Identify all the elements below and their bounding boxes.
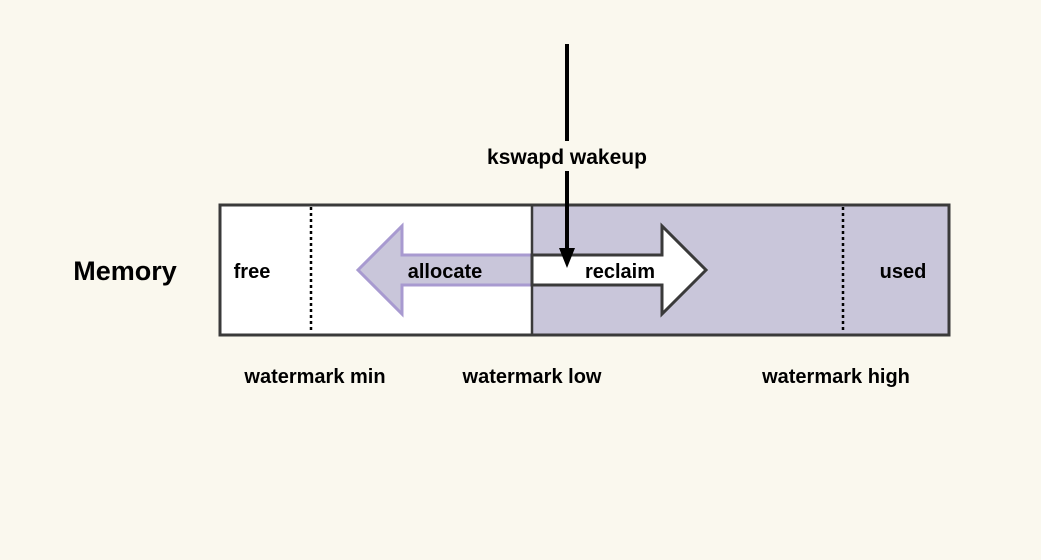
reclaim-arrow: [530, 222, 709, 318]
kswapd-wakeup-label: kswapd wakeup: [487, 146, 647, 169]
watermark-low-label: watermark low: [462, 366, 602, 388]
watermark-min-label: watermark min: [243, 366, 385, 388]
memory-row-label: Memory: [73, 256, 177, 286]
kswapd-arrow-head: [559, 248, 575, 268]
free-label: free: [234, 261, 271, 283]
memory-bar-outline: [218, 203, 951, 337]
watermark-high-label: watermark high: [761, 366, 910, 388]
reclaim-label: reclaim: [585, 261, 655, 283]
used-label: used: [880, 261, 927, 283]
allocate-label: allocate: [408, 261, 482, 283]
allocate-arrow: [355, 222, 534, 318]
